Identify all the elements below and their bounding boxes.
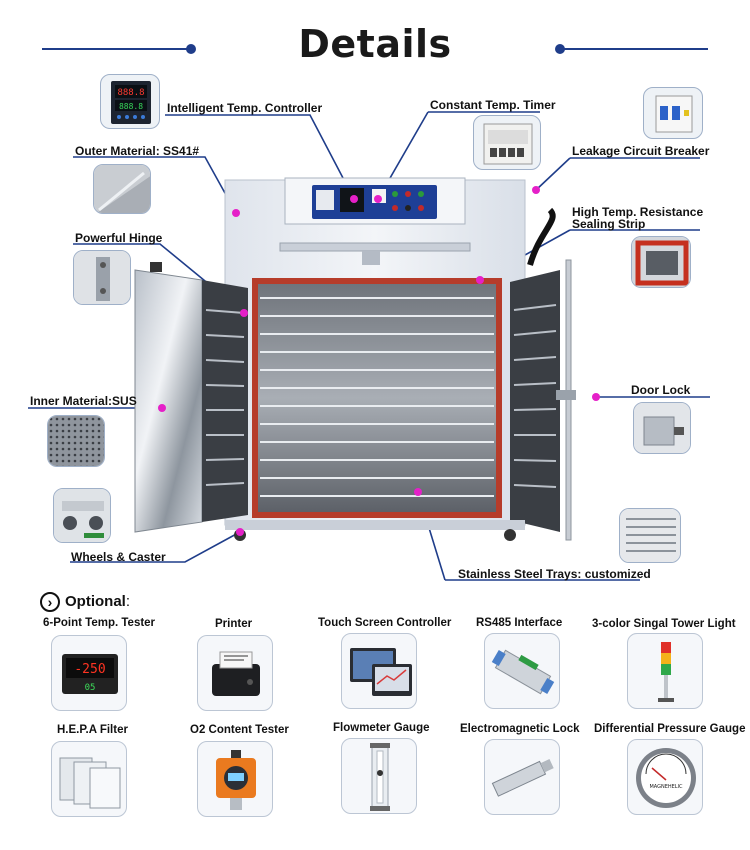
oven-illustration [134, 177, 576, 541]
optional-label-printer: Printer [215, 618, 253, 630]
marker-inner-material [158, 404, 166, 412]
label-door-lock: Door Lock [631, 383, 691, 397]
optional-label-rs485: RS485 Interface [476, 617, 563, 629]
thumb-outer-material [93, 164, 151, 214]
optional-label-tower-light: 3-color Singal Tower Light [592, 618, 736, 630]
title-rule-left [42, 48, 190, 50]
thumb-inner-material [47, 415, 105, 467]
thumb-timer [473, 115, 541, 170]
optional-item-o2-tester [197, 741, 273, 817]
temp-tester-readout: -250 [74, 662, 105, 677]
marker-outer-material [232, 209, 240, 217]
optional-item-em-lock [484, 739, 560, 815]
callout-leader-lines [28, 111, 710, 581]
marker-sealing-strip [476, 276, 484, 284]
optional-item-flowmeter [341, 738, 417, 814]
marker-temp-controller [350, 195, 358, 203]
title-rule-right [560, 48, 708, 50]
label-hinge: Powerful Hinge [75, 231, 163, 245]
marker-timer [374, 195, 382, 203]
label-leakage-breaker: Leakage Circuit Breaker [572, 144, 710, 158]
optional-label-temp-tester: 6-Point Temp. Tester [43, 617, 156, 629]
optional-heading: › Optional: [40, 592, 130, 612]
label-outer-material: Outer Material: SS41# [75, 144, 200, 158]
optional-label-pressure-gauge: Differential Pressure Gauge [594, 723, 746, 735]
optional-item-tower-light [627, 633, 703, 709]
optional-label-o2-tester: O2 Content Tester [190, 724, 289, 736]
label-wheels: Wheels & Caster [71, 550, 166, 564]
marker-wheels [236, 528, 244, 536]
label-inner-material: Inner Material:SUS [30, 394, 137, 408]
thumb-sealing-strip [631, 236, 691, 288]
temp-tester-channel: 05 [85, 683, 96, 693]
optional-item-printer [197, 635, 273, 711]
label-sealing-strip-line2: Sealing Strip [572, 217, 646, 231]
marker-hinge [240, 309, 248, 317]
marker-door-lock [592, 393, 600, 401]
thumb-leakage-breaker [643, 87, 703, 139]
optional-heading-text: Optional [65, 592, 126, 610]
title-dot-left [186, 44, 196, 54]
optional-label-hepa: H.E.P.A Filter [57, 724, 128, 736]
page-title: Details [298, 22, 452, 66]
optional-item-touch-screen [341, 633, 417, 709]
optional-label-em-lock: Electromagnetic Lock [460, 723, 580, 735]
gauge-brand: MAGNEHELIC [649, 784, 683, 790]
optional-item-pressure-gauge: MAGNEHELIC [627, 739, 703, 815]
thumb-wheels [53, 488, 111, 543]
thumb-trays [619, 508, 681, 563]
label-temp-controller: Intelligent Temp. Controller [167, 101, 323, 115]
optional-heading-suffix: : [125, 592, 130, 610]
label-sealing-strip-line1: High Temp. Resistance [572, 205, 704, 219]
label-timer: Constant Temp. Timer [430, 98, 556, 112]
label-trays: Stainless Steel Trays: customized [458, 567, 651, 581]
marker-leakage-breaker [532, 186, 540, 194]
optional-label-touch-screen: Touch Screen Controller [318, 617, 452, 629]
chevron-right-icon: › [40, 592, 60, 612]
controller-display-line1: 888.8 [117, 88, 144, 98]
thumb-door-lock [633, 402, 691, 454]
optional-label-flowmeter: Flowmeter Gauge [333, 722, 430, 734]
thumb-hinge [73, 250, 131, 305]
marker-trays [414, 488, 422, 496]
controller-display-line2: 888.8 [119, 102, 143, 111]
optional-item-rs485 [484, 633, 560, 709]
thumb-temp-controller: 888.8 888.8 [100, 74, 160, 129]
optional-item-temp-tester: -250 05 [51, 635, 127, 711]
optional-item-hepa [51, 741, 127, 817]
